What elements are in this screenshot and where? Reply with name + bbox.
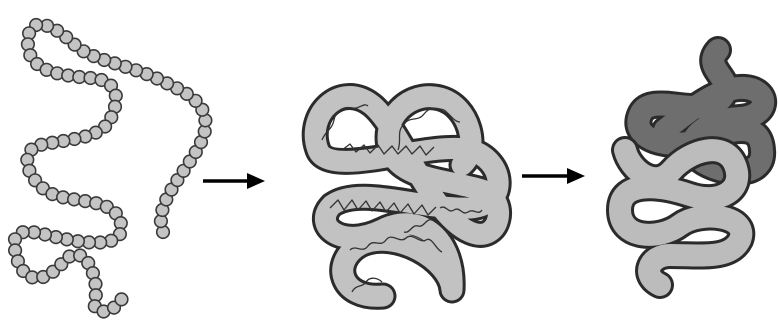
arrow-right-2 — [522, 168, 585, 184]
amino-acid-bead-chain — [9, 19, 212, 318]
arrow-right-1 — [203, 173, 265, 189]
quaternary-protein-complex — [620, 50, 763, 285]
folded-ribbon-protein — [315, 97, 498, 297]
amino-acid-bead — [115, 293, 128, 306]
